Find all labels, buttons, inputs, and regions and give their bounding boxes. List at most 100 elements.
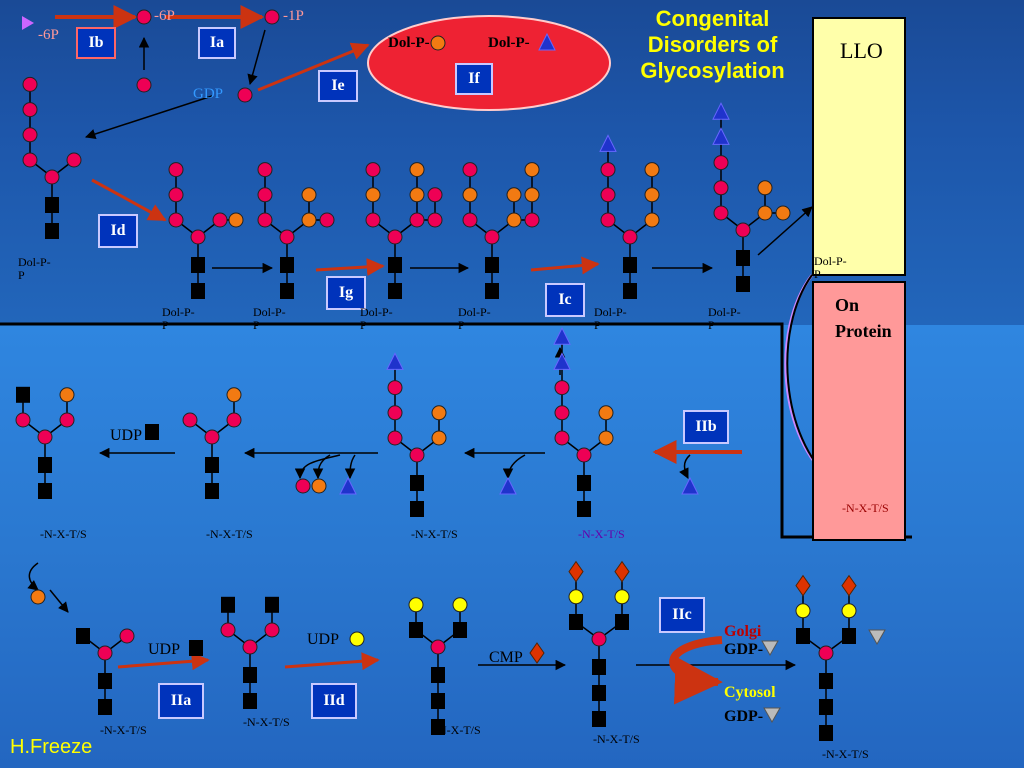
mannose-residue [462, 212, 478, 228]
glcnac-residue [736, 250, 750, 266]
mannose-residue [713, 205, 729, 221]
sialic-acid-residue [795, 574, 811, 597]
glucose-residue [553, 352, 571, 370]
mannose-residue [735, 222, 751, 238]
mannose-residue [226, 412, 242, 428]
arrow-to-llo [757, 206, 813, 256]
mannose-residue-alt [311, 478, 327, 494]
release-curve [679, 454, 691, 479]
gdp-mannose-label: GDP [193, 86, 224, 102]
asn-label-2: -N-X-T/S [206, 527, 253, 541]
glcnac-residue [45, 197, 59, 213]
step-iid-box: IId [311, 683, 357, 719]
release-curve [27, 562, 39, 591]
fructose-6p-label: -6P [38, 27, 59, 43]
galactose-residue [614, 589, 630, 605]
glcnac-residue [592, 711, 606, 727]
glcnac-residue [577, 475, 591, 491]
mannose-residue [319, 212, 335, 228]
mannose-residue-alt [757, 205, 773, 221]
glcnac-residue [796, 628, 810, 644]
mannose-residue [242, 639, 258, 655]
step-iib-box: IIb [683, 410, 729, 444]
glucose-residue [499, 476, 517, 495]
mannose-residue-alt [524, 162, 540, 178]
mannose-residue [168, 212, 184, 228]
mannose-residue [387, 430, 403, 446]
mannose-residue [554, 380, 570, 396]
asn-label-8: -N-X-T/S [593, 732, 640, 746]
on-protein-label: On Protein [835, 295, 892, 341]
step-iia-box: IIa [158, 683, 204, 719]
galactose-residue [408, 597, 424, 613]
mannose-residue [600, 162, 616, 178]
mannose-residue [622, 229, 638, 245]
mannose-residue [600, 187, 616, 203]
sialic-acid-residue [614, 560, 630, 583]
release-curve [294, 454, 341, 480]
mannose-residue [264, 622, 280, 638]
glucose-residue [599, 134, 617, 152]
mannose-residue [713, 155, 729, 171]
mannose-residue [22, 102, 38, 118]
mannose-residue [66, 152, 82, 168]
glcnac-residue [205, 457, 219, 473]
mannose-residue-alt [598, 405, 614, 421]
mannose-residue [295, 478, 311, 494]
glcnac-residue [388, 283, 402, 299]
step-iic-box: IIc [659, 597, 705, 633]
glucose-residue [339, 476, 357, 495]
dolpp-label-5: Dol-P- P [458, 305, 491, 332]
galactose-residue [349, 631, 365, 647]
glcnac-residue [98, 699, 112, 715]
glcnac-residue [189, 640, 203, 656]
galactose-residue [841, 603, 857, 619]
glcnac-residue [280, 257, 294, 273]
dolpp-label-3: Dol-P- P [253, 305, 286, 332]
mannose-residue-alt [59, 387, 75, 403]
asn-label-5: -N-X-T/S [100, 723, 147, 737]
mannose-residue [257, 162, 273, 178]
mannose-residue [257, 187, 273, 203]
arrow-ic [530, 256, 600, 275]
arrow-gdp-man [247, 29, 266, 86]
galactose-residue [795, 603, 811, 619]
release-curve [502, 454, 526, 480]
mannose-residue [600, 212, 616, 228]
glcnac-residue [410, 475, 424, 491]
mannose-residue-alt [598, 430, 614, 446]
glucose-residue [712, 127, 730, 145]
glcnac-residue [191, 283, 205, 299]
mannose-residue [59, 412, 75, 428]
asn-label-7: -N-X-T/S [434, 723, 481, 737]
gdp-mannose-residue [237, 87, 253, 103]
gdp-fuc-golgi-label: GDP- [724, 641, 764, 658]
dolpp-label-1: Dol-P- P [18, 255, 51, 282]
mannose-residue [119, 628, 135, 644]
asn-label-protein: -N-X-T/S [842, 501, 889, 515]
glcnac-residue [485, 283, 499, 299]
mannose-residue [15, 412, 31, 428]
glucose-residue [553, 327, 571, 345]
glcnac-residue [485, 257, 499, 273]
mannose-residue-alt [524, 187, 540, 203]
dolpp-label-llo: Dol-P- P [814, 254, 847, 281]
glcnac-residue [205, 483, 219, 499]
sialic-acid-residue [529, 642, 545, 664]
arrow-to-first [85, 95, 213, 140]
glcnac-residue [819, 673, 833, 689]
mannose-residue [554, 430, 570, 446]
mannose-residue-alt [775, 205, 791, 221]
glcnac-residue [145, 424, 159, 440]
galactose-residue [568, 589, 584, 605]
glcnac-residue [191, 257, 205, 273]
glcnac-residue [569, 614, 583, 630]
mannose-residue [576, 447, 592, 463]
mannose-1p-residue [264, 9, 280, 25]
glucose-residue-free [136, 77, 152, 93]
mannose-6p-residue [136, 9, 152, 25]
fructose-symbol [22, 16, 34, 30]
cytosol-label: Cytosol [724, 684, 776, 701]
pathway-arrows [0, 5, 912, 705]
mannose-residue-alt [228, 212, 244, 228]
